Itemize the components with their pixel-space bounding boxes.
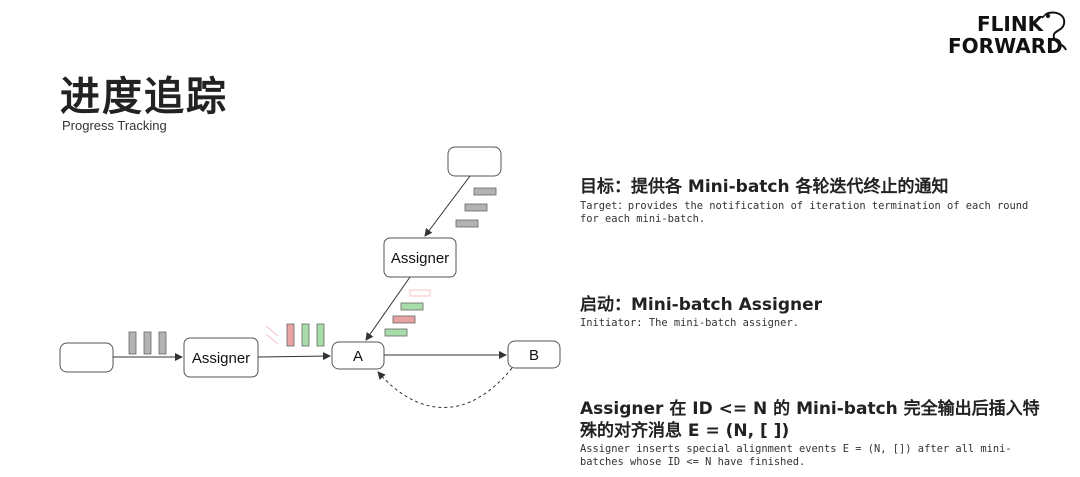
point-2-heading: 启动：Mini-batch Assigner: [580, 295, 823, 315]
batch-gray-top-2: [464, 203, 488, 212]
node-a-label: A: [353, 348, 363, 365]
batch-gray-left-2: [143, 331, 152, 355]
source-node-top: [447, 146, 502, 177]
batch-green-left-2: [316, 323, 325, 347]
progress-tracking-diagram: Assigner Assigner A B: [59, 146, 561, 408]
batch-green-left-1: [301, 323, 310, 347]
feedback-edge-b-to-a: [377, 367, 513, 408]
batch-gray-top-1: [473, 187, 497, 196]
edge-source-top-to-assigner-top: [424, 175, 471, 237]
assigner-left-box: [183, 337, 259, 378]
batch-gray-left-3: [158, 331, 167, 355]
flink-forward-logo: FLINK FORWARD: [944, 10, 1070, 60]
point-2-body: Initiator: The mini-batch assigner.: [580, 317, 799, 329]
faded-batch-mark-left: [265, 325, 279, 345]
logo-text-line1: FLINK: [977, 12, 1044, 36]
node-b-label: B: [529, 347, 539, 364]
batch-green-top-1: [400, 302, 424, 311]
node-b-box: [507, 340, 561, 369]
assigner-top-label: Assigner: [391, 250, 449, 267]
point-3-body: Assigner inserts special alignment event…: [580, 443, 1012, 468]
batch-red-left: [286, 323, 295, 347]
squirrel-icon: [1041, 11, 1067, 51]
batch-green-top-2: [384, 328, 408, 337]
faded-batch-mark-top: [409, 289, 431, 297]
edge-assigner-left-to-a: [257, 352, 331, 361]
page-subtitle: Progress Tracking: [62, 118, 167, 133]
assigner-left-label: Assigner: [192, 350, 250, 367]
batch-red-top: [392, 315, 416, 324]
point-1-heading: 目标：提供各 Mini-batch 各轮迭代终止的通知: [580, 177, 949, 197]
assigner-top-box: [383, 237, 457, 278]
edge-assigner-top-to-a: [365, 276, 411, 341]
point-3-heading: Assigner 在 ID <= N 的 Mini-batch 完全输出后插入特…: [580, 399, 1040, 441]
logo-text-line2: FORWARD: [948, 34, 1063, 58]
source-node-left: [59, 342, 114, 373]
batch-gray-top-3: [455, 219, 479, 228]
page-title: 进度追踪: [60, 74, 228, 120]
batch-gray-left-1: [128, 331, 137, 355]
point-1-body: Target：provides the notification of iter…: [580, 200, 1029, 225]
